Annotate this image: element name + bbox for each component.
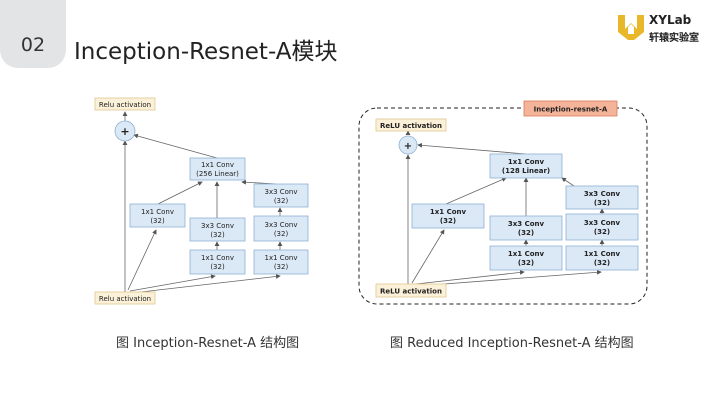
logo-text-xylab: XYLab bbox=[649, 13, 692, 27]
branch3-bottom-line1: 1x1 Conv bbox=[264, 254, 297, 262]
add-node-symbol: + bbox=[120, 125, 129, 138]
branch3-bottom-box bbox=[253, 249, 309, 275]
branch3-mid-line1: 3x3 Conv bbox=[584, 219, 621, 227]
branch1-conv-box bbox=[411, 203, 485, 229]
top-relu-label: ReLU activation bbox=[380, 122, 442, 130]
branch3-bottom-line1: 1x1 Conv bbox=[584, 250, 621, 258]
branch1-line1: 1x1 Conv bbox=[141, 208, 174, 216]
proj-conv-box bbox=[189, 157, 246, 181]
branch2-top-box bbox=[489, 215, 563, 241]
left-caption: 图 Inception-Resnet-A 结构图 bbox=[116, 336, 300, 351]
logo-text-lab-name: 轩辕实验室 bbox=[649, 33, 699, 44]
branch2-bottom-line1: 1x1 Conv bbox=[508, 250, 545, 258]
bottom-relu-box bbox=[375, 283, 447, 298]
branch3-mid-line1: 3x3 Conv bbox=[264, 221, 297, 229]
add-node bbox=[398, 135, 418, 155]
branch2-top-line2: (32) bbox=[210, 231, 225, 239]
branch2-top-line1: 3x3 Conv bbox=[201, 222, 234, 230]
add-node-symbol: + bbox=[404, 141, 412, 152]
slide-title: Inception-Resnet-A模块 bbox=[74, 39, 338, 65]
branch2-top-line1: 3x3 Conv bbox=[508, 220, 545, 228]
branch1-line2: (32) bbox=[440, 217, 456, 225]
add-node bbox=[114, 120, 136, 142]
branch1-line2: (32) bbox=[150, 217, 165, 225]
bottom-relu-box bbox=[94, 291, 156, 305]
module-tag-box bbox=[523, 100, 618, 117]
bottom-relu-label: ReLU activation bbox=[380, 288, 442, 296]
branch3-bottom-line2: (32) bbox=[274, 263, 289, 271]
xylab-logo-icon bbox=[618, 15, 644, 40]
xylab-logo: XYLab 轩辕实验室 bbox=[616, 12, 716, 46]
proj-conv-line2: (128 Linear) bbox=[502, 167, 550, 175]
top-relu-box bbox=[94, 97, 156, 111]
branch3-mid-line2: (32) bbox=[274, 230, 289, 238]
slide-number: 02 bbox=[20, 34, 46, 56]
branch2-bottom-line2: (32) bbox=[210, 263, 225, 271]
right-caption: 图 Reduced Inception-Resnet-A 结构图 bbox=[390, 336, 634, 351]
reduced-inception-resnet-a-diagram: Inception-resnet-A ReLU activation + 1x1… bbox=[358, 100, 648, 305]
proj-conv-box bbox=[489, 153, 563, 179]
slide-number-tab: 02 bbox=[0, 0, 66, 68]
branch3-top-line2: (32) bbox=[594, 199, 610, 207]
branch3-bottom-box bbox=[565, 245, 639, 271]
inception-resnet-a-diagram: Relu activation + 1x1 Conv (256 Linear) … bbox=[94, 97, 309, 305]
branch3-bottom-line2: (32) bbox=[594, 259, 610, 267]
module-tag-label: Inception-resnet-A bbox=[534, 106, 608, 114]
branch2-bottom-line1: 1x1 Conv bbox=[201, 254, 234, 262]
branch3-top-box bbox=[253, 183, 309, 208]
bottom-relu-label: Relu activation bbox=[99, 295, 151, 303]
branch1-conv-box bbox=[129, 203, 186, 228]
proj-conv-line1: 1x1 Conv bbox=[201, 161, 234, 169]
branch2-bottom-line2: (32) bbox=[518, 259, 534, 267]
proj-conv-line2: (256 Linear) bbox=[196, 170, 239, 178]
top-relu-box bbox=[375, 118, 447, 132]
branch3-mid-box bbox=[253, 215, 309, 242]
proj-conv-line1: 1x1 Conv bbox=[508, 158, 545, 166]
branch3-top-line1: 3x3 Conv bbox=[584, 190, 621, 198]
branch3-top-line1: 3x3 Conv bbox=[264, 188, 297, 196]
branch2-bottom-box bbox=[189, 249, 246, 275]
top-relu-label: Relu activation bbox=[99, 101, 151, 109]
branch3-mid-box bbox=[565, 213, 639, 241]
branch3-mid-line2: (32) bbox=[594, 228, 610, 236]
branch3-top-box bbox=[565, 185, 639, 210]
branch2-top-box bbox=[189, 217, 246, 242]
branch3-top-line2: (32) bbox=[274, 197, 289, 205]
branch2-top-line2: (32) bbox=[518, 229, 534, 237]
branch1-line1: 1x1 Conv bbox=[430, 208, 467, 216]
branch2-bottom-box bbox=[489, 245, 563, 271]
module-dashed-frame bbox=[358, 107, 648, 305]
